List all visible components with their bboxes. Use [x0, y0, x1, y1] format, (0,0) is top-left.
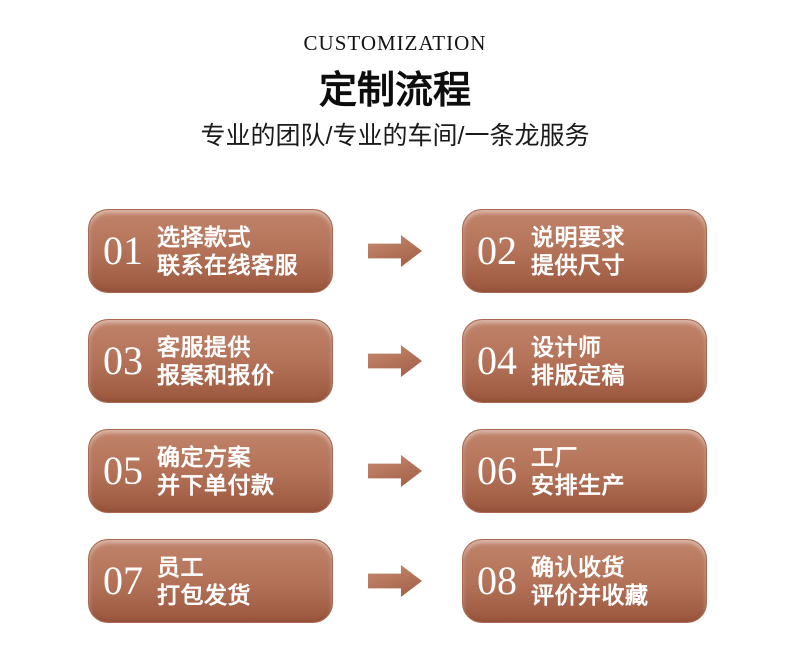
- step-05-card: 05 确定方案 并下单付款: [88, 429, 333, 513]
- step-text-line2: 评价并收藏: [531, 582, 649, 608]
- subtitle: 专业的团队/专业的车间/一条龙服务: [200, 122, 590, 150]
- step-text-line1: 工厂: [531, 444, 578, 470]
- step-text: 客服提供 报案和报价: [157, 333, 275, 389]
- arrow-right-icon: [368, 345, 422, 377]
- flow-row-4: 07 员工 打包发货 08 确认收货 评价并收藏: [0, 539, 790, 623]
- page-title: 定制流程: [318, 70, 471, 112]
- step-text-line1: 客服提供: [157, 334, 251, 360]
- flow-row-3: 05 确定方案 并下单付款 06 工厂 安排生产: [0, 429, 790, 513]
- step-text-line2: 安排生产: [531, 472, 625, 498]
- step-text: 说明要求 提供尺寸: [531, 223, 625, 279]
- process-flow: 01 选择款式 联系在线客服 02 说明要求 提供尺寸 03 客服提供: [0, 209, 790, 649]
- step-text-line1: 确定方案: [157, 444, 251, 470]
- step-07-card: 07 员工 打包发货: [88, 539, 333, 623]
- step-04-card: 04 设计师 排版定稿: [462, 319, 707, 403]
- step-text-line1: 选择款式: [157, 224, 251, 250]
- step-text: 确认收货 评价并收藏: [531, 553, 649, 609]
- arrow-right-icon: [368, 455, 422, 487]
- step-number: 03: [103, 338, 143, 383]
- step-text-line2: 排版定稿: [531, 362, 625, 388]
- step-number: 08: [477, 558, 517, 603]
- step-08-card: 08 确认收货 评价并收藏: [462, 539, 707, 623]
- step-text: 选择款式 联系在线客服: [157, 223, 298, 279]
- step-number: 01: [103, 228, 143, 273]
- arrow-right-icon: [368, 235, 422, 267]
- step-number: 05: [103, 448, 143, 493]
- step-text-line2: 报案和报价: [157, 362, 275, 388]
- step-text-line1: 设计师: [531, 334, 602, 360]
- step-number: 07: [103, 558, 143, 603]
- flow-row-2: 03 客服提供 报案和报价 04 设计师 排版定稿: [0, 319, 790, 403]
- step-text: 设计师 排版定稿: [531, 333, 625, 389]
- kicker-text: CUSTOMIZATION: [303, 31, 487, 55]
- step-06-card: 06 工厂 安排生产: [462, 429, 707, 513]
- step-text: 工厂 安排生产: [531, 443, 625, 499]
- arrow-right-icon: [368, 565, 422, 597]
- step-text-line1: 员工: [157, 554, 204, 580]
- step-text-line2: 打包发货: [157, 582, 251, 608]
- step-number: 06: [477, 448, 517, 493]
- step-text-line1: 确认收货: [531, 554, 625, 580]
- step-03-card: 03 客服提供 报案和报价: [88, 319, 333, 403]
- step-text-line2: 联系在线客服: [157, 252, 298, 278]
- step-text: 员工 打包发货: [157, 553, 251, 609]
- step-text-line1: 说明要求: [531, 224, 625, 250]
- step-text-line2: 并下单付款: [157, 472, 275, 498]
- step-text: 确定方案 并下单付款: [157, 443, 275, 499]
- step-text-line2: 提供尺寸: [531, 252, 625, 278]
- step-number: 04: [477, 338, 517, 383]
- step-number: 02: [477, 228, 517, 273]
- step-01-card: 01 选择款式 联系在线客服: [88, 209, 333, 293]
- step-02-card: 02 说明要求 提供尺寸: [462, 209, 707, 293]
- flow-row-1: 01 选择款式 联系在线客服 02 说明要求 提供尺寸: [0, 209, 790, 293]
